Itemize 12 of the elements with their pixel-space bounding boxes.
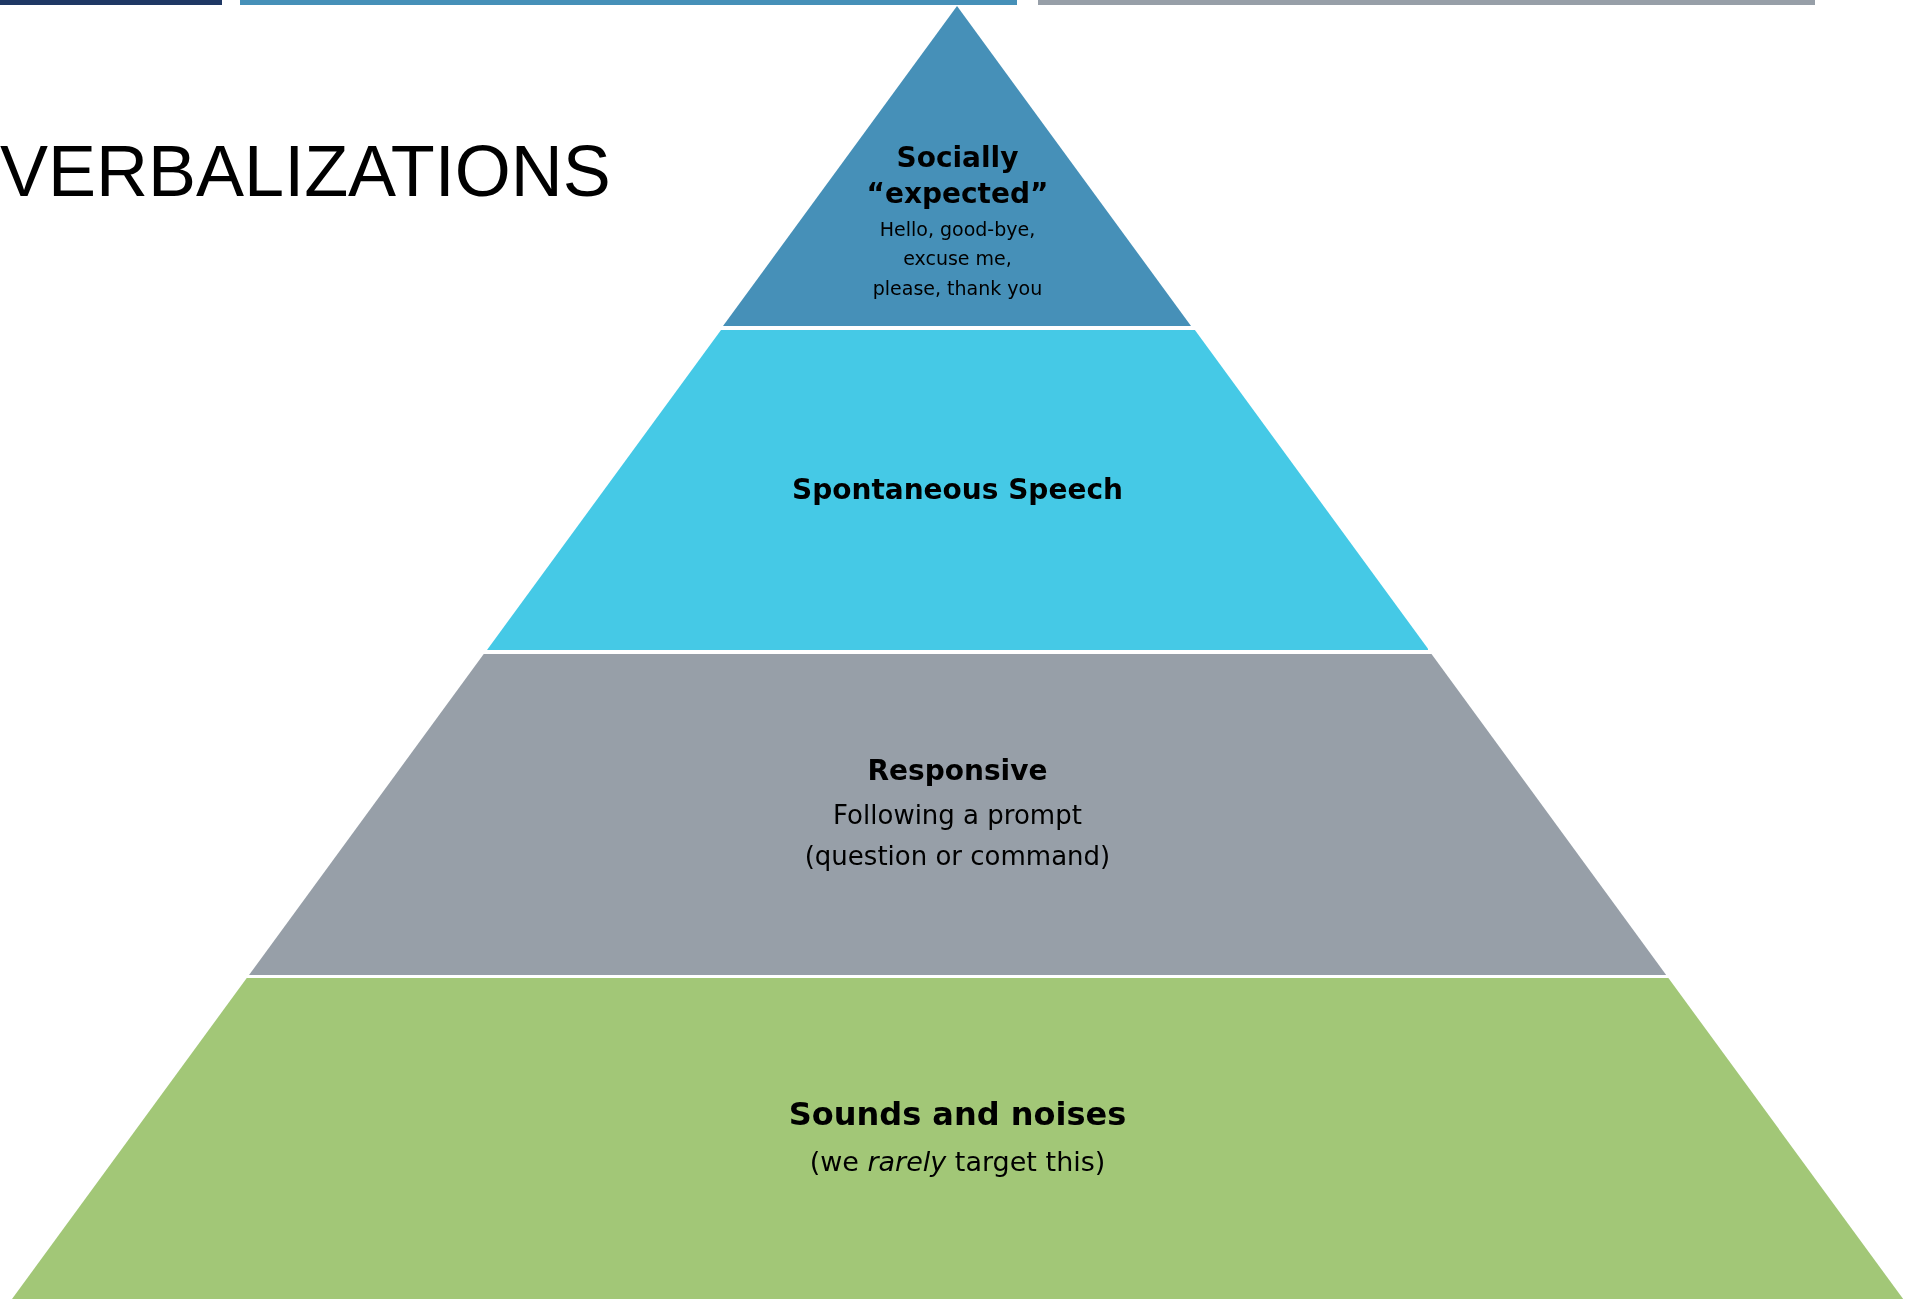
tier-heading: Socially “expected” <box>865 140 1050 213</box>
tier-heading: Spontaneous Speech <box>792 471 1123 508</box>
tier-description: Hello, good-bye, excuse me, please, thank you <box>871 216 1044 301</box>
tier-heading: Sounds and noises <box>788 1093 1127 1135</box>
pyramid-tier <box>486 330 1429 650</box>
slide-title: VERBALIZATIONS <box>0 130 611 212</box>
pyramid-tier <box>248 654 1667 975</box>
tier-description: Following a prompt (question or command) <box>803 799 1112 873</box>
tier-heading: Responsive <box>867 753 1048 789</box>
pyramid-tier <box>11 978 1904 1299</box>
tier-description: (we rarely target this) <box>809 1145 1106 1180</box>
pyramid-tier <box>723 6 1192 326</box>
